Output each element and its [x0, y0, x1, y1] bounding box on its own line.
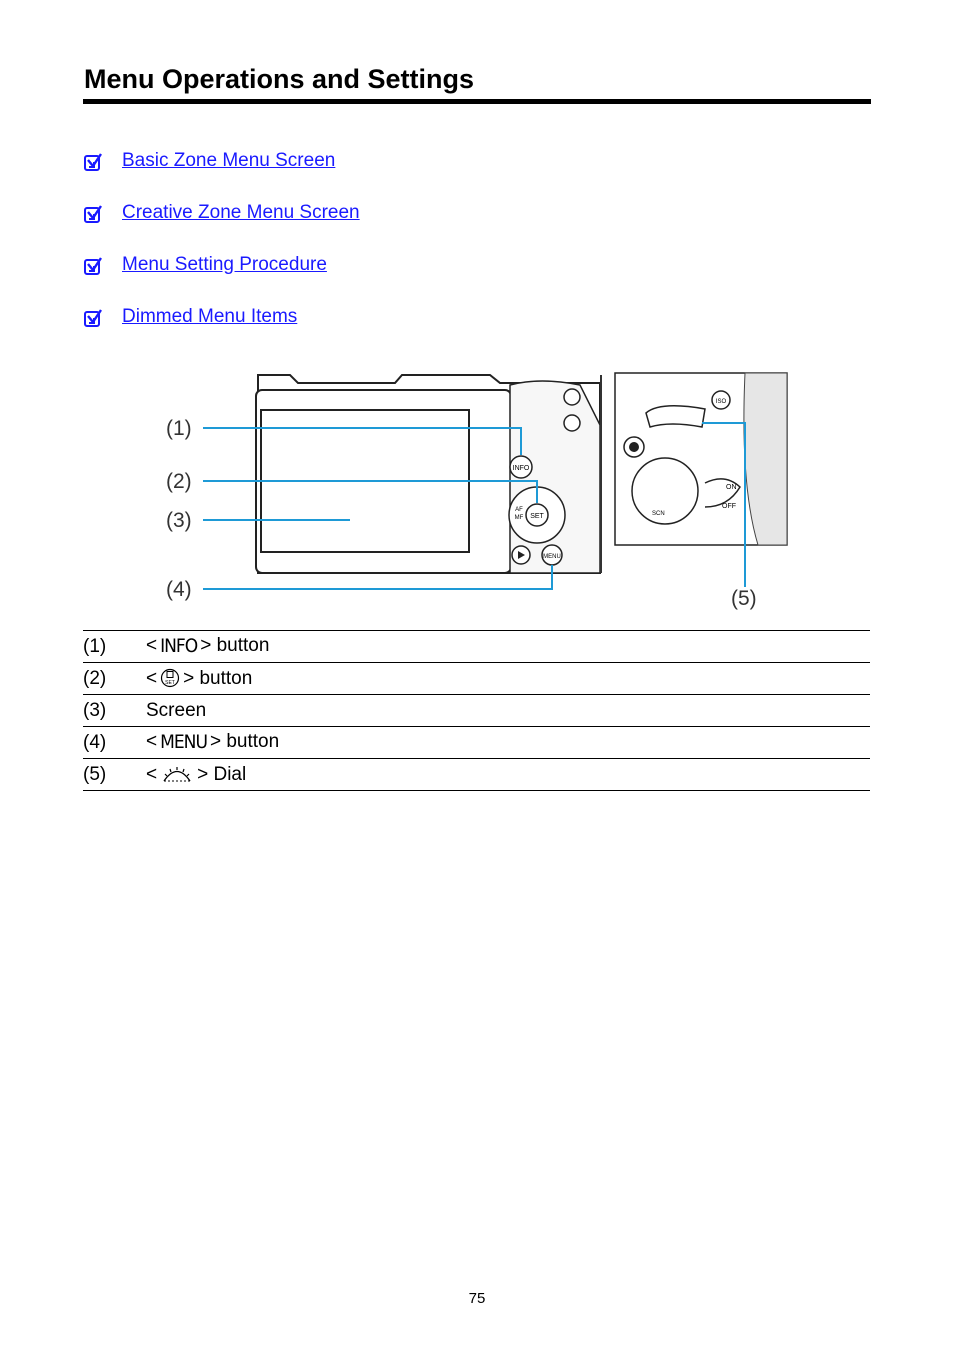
part-number: (2) [83, 662, 146, 695]
grid-icon [563, 414, 581, 432]
callout-line-1 [203, 427, 522, 455]
bracket-open: < [146, 731, 158, 753]
toc-link-basic-zone[interactable]: Basic Zone Menu Screen [122, 150, 336, 171]
part-description: Screen [146, 694, 870, 727]
callout-line-5 [702, 422, 746, 587]
toc-link-setting-procedure[interactable]: Menu Setting Procedure [122, 254, 327, 275]
table-row: (5) < > Dial [83, 758, 870, 791]
bracket-open: < [146, 635, 158, 657]
part-suffix: > button [209, 731, 280, 753]
part-description: < SET > button [146, 662, 870, 695]
info-icon: INFO [160, 635, 198, 658]
menu-button-label: MENU [543, 554, 561, 560]
bracket-open: < [146, 763, 158, 785]
callout-label-3: (3) [166, 509, 192, 532]
main-dial-icon [645, 405, 706, 428]
toc-item[interactable]: Dimmed Menu Items [83, 304, 360, 356]
page-number: 75 [468, 1290, 486, 1307]
mode-dial-icon [631, 457, 699, 525]
set-button-label: SET [530, 513, 544, 520]
toc-link-creative-zone[interactable]: Creative Zone Menu Screen [122, 202, 360, 223]
mf-label: MF [515, 515, 524, 521]
part-description: <INFO> button [146, 630, 870, 663]
toc-list: Basic Zone Menu Screen Creative Zone Men… [83, 148, 360, 356]
callout-label-1: (1) [166, 417, 192, 440]
callout-line-2 [203, 480, 538, 503]
off-label: OFF [722, 503, 736, 510]
part-suffix: Screen [146, 699, 207, 721]
callout-label-5: (5) [731, 587, 757, 610]
toc-item[interactable]: Menu Setting Procedure [83, 252, 360, 304]
part-description: <MENU> button [146, 726, 870, 759]
table-row: (3) Screen [83, 694, 870, 727]
camera-diagram: INFO SET AF MF MENU ISO SCN ON OFF [166, 372, 788, 610]
part-suffix: > Dial [197, 763, 247, 785]
callout-line-4 [203, 565, 553, 590]
part-number: (5) [83, 758, 146, 791]
part-suffix: > button [200, 635, 270, 657]
table-row: (1) <INFO> button [83, 630, 870, 663]
checkbox-arrow-icon [84, 205, 102, 223]
part-number: (3) [83, 694, 146, 727]
part-number: (4) [83, 726, 146, 759]
camera-top-view: ISO SCN ON OFF [614, 372, 788, 546]
iso-button-label: ISO [716, 399, 727, 405]
iso-button-icon [711, 390, 731, 410]
af-label: AF [515, 507, 523, 513]
title-rule [83, 99, 871, 104]
scn-label: SCN [652, 511, 665, 517]
table-row: (2) < SET > button [83, 662, 870, 695]
checkbox-arrow-icon [84, 153, 102, 171]
part-description: < > Dial [146, 758, 870, 791]
part-suffix: > button [183, 667, 253, 689]
callout-lines [203, 422, 746, 590]
power-switch-icon [704, 478, 741, 508]
parts-table: (1) <INFO> button (2) < SET > button (3)… [83, 630, 870, 791]
toc-item[interactable]: Creative Zone Menu Screen [83, 200, 360, 252]
on-label: ON [726, 484, 737, 491]
checkbox-arrow-icon [84, 257, 102, 275]
callout-label-4: (4) [166, 578, 192, 601]
main-dial-icon [163, 767, 191, 782]
callout-label-2: (2) [166, 470, 192, 493]
checkbox-arrow-icon [84, 309, 102, 327]
info-button-label: INFO [513, 465, 530, 472]
menu-icon: MENU [160, 731, 208, 754]
toc-item[interactable]: Basic Zone Menu Screen [83, 148, 360, 200]
info-button-icon [509, 455, 533, 479]
toc-link-dimmed-items[interactable]: Dimmed Menu Items [122, 306, 298, 327]
bracket-open: < [146, 667, 158, 689]
table-row: (4) <MENU> button [83, 726, 870, 759]
set-glyph-label: SET [165, 680, 175, 686]
af-point-icon [563, 388, 581, 406]
page-title: Menu Operations and Settings [84, 64, 475, 94]
camera-rear-view: INFO SET AF MF MENU [255, 374, 602, 574]
set-button-icon [525, 503, 549, 527]
part-number: (1) [83, 630, 146, 663]
set-button-icon: SET [161, 669, 180, 688]
